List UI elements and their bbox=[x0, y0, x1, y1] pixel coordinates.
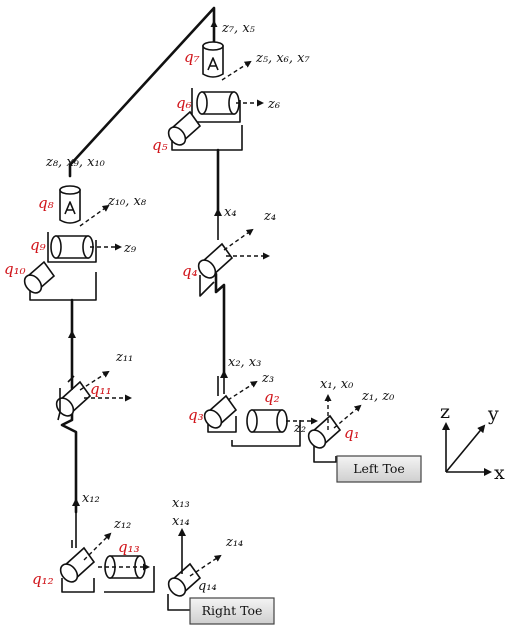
joint-q11 bbox=[55, 375, 92, 421]
frame-axes-8910 bbox=[79, 204, 122, 251]
label-z6: z₆ bbox=[267, 97, 280, 112]
label-q5: q₅ bbox=[152, 136, 168, 154]
frame-axes-0123 bbox=[220, 370, 362, 430]
label-q1: q₁ bbox=[344, 424, 360, 442]
label-q11: q₁₁ bbox=[90, 380, 112, 398]
frame-axes-567 bbox=[210, 20, 264, 107]
right-toe-box: Right Toe bbox=[189, 597, 275, 625]
label-q7: q₇ bbox=[184, 48, 200, 66]
joint-q9 bbox=[47, 232, 97, 263]
label-x13: x₁₃ bbox=[172, 496, 190, 511]
label-x1-x0: x₁, x₀ bbox=[320, 377, 354, 392]
label-q3: q₃ bbox=[188, 406, 204, 424]
label-z4: z₄ bbox=[263, 209, 276, 224]
label-x14: x₁₄ bbox=[172, 514, 190, 529]
joint-q3 bbox=[203, 376, 238, 433]
joint-variable-labels: q₇ q₆ q₅ q₈ q₉ q₁₀ q₄ q₁₁ q₂ q₃ q₁ q₁₃ q… bbox=[4, 48, 360, 594]
label-z2: z₂ bbox=[293, 421, 306, 436]
label-q14: q₁₄ bbox=[198, 579, 217, 594]
label-q10: q₁₀ bbox=[4, 260, 26, 278]
label-z10-x8: z₁₀, x₈ bbox=[107, 194, 147, 209]
world-axes: z y x bbox=[440, 401, 505, 484]
left-toe-box: Left Toe bbox=[336, 455, 422, 483]
joint-q5 bbox=[167, 110, 243, 151]
world-axis-x-label: x bbox=[494, 462, 505, 484]
label-z9: z₉ bbox=[123, 241, 137, 256]
joint-q12 bbox=[59, 540, 96, 593]
joint-q8 bbox=[59, 185, 81, 224]
world-axis-y-label: y bbox=[487, 403, 499, 425]
label-q8: q₈ bbox=[38, 194, 54, 212]
frame-labels: z₇, x₅ z₅, x₆, x₇ z₆ z₈, x₉, x₁₀ z₁₀, x₈… bbox=[45, 21, 395, 550]
frame-axes-11 bbox=[68, 330, 132, 402]
label-x4: x₄ bbox=[224, 205, 237, 220]
label-q4: q₄ bbox=[182, 262, 198, 280]
joint-q7 bbox=[202, 41, 224, 78]
joint-q1 bbox=[307, 414, 342, 463]
world-axis-z-label: z bbox=[440, 401, 450, 423]
left-toe-label: Left Toe bbox=[353, 461, 405, 476]
joint-q6 bbox=[191, 88, 241, 123]
label-z12: z₁₂ bbox=[113, 517, 131, 532]
joint-q4 bbox=[197, 242, 234, 297]
label-q6: q₆ bbox=[176, 94, 192, 112]
label-z3: z₃ bbox=[261, 371, 274, 386]
label-z7-x5: z₇, x₅ bbox=[221, 21, 256, 36]
joint-q10 bbox=[23, 260, 97, 301]
label-z1-z0: z₁, z₀ bbox=[361, 389, 395, 404]
kinematic-links bbox=[60, 6, 226, 514]
frame-axes-12-14 bbox=[72, 498, 222, 577]
label-q12: q₁₂ bbox=[32, 570, 54, 588]
frame-axes-4 bbox=[214, 208, 270, 260]
right-toe-label: Right Toe bbox=[202, 603, 263, 618]
label-z11: z₁₁ bbox=[115, 350, 133, 365]
label-z8-x9-x10: z₈, x₉, x₁₀ bbox=[45, 155, 106, 170]
label-q13: q₁₃ bbox=[118, 538, 140, 556]
label-q9: q₉ bbox=[30, 236, 46, 254]
label-z14: z₁₄ bbox=[225, 535, 243, 550]
label-z5-x6-x7: z₅, x₆, x₇ bbox=[255, 51, 310, 66]
joint-q13 bbox=[104, 555, 155, 593]
label-q2: q₂ bbox=[264, 388, 280, 406]
label-x2-x3: x₂, x₃ bbox=[228, 355, 261, 370]
label-x12: x₁₂ bbox=[82, 491, 100, 506]
joint-q2 bbox=[231, 409, 301, 447]
joint-q14 bbox=[167, 562, 202, 611]
